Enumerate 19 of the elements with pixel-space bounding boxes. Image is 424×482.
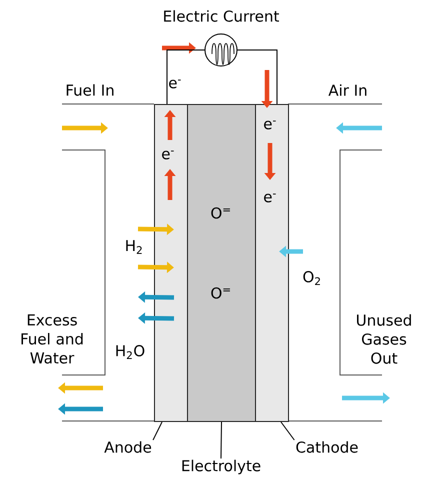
leader-line	[152, 422, 162, 440]
wire	[237, 50, 278, 104]
text-label: H$_{2}$O	[116, 345, 144, 359]
leader-line	[220, 422, 222, 460]
leader-line	[280, 422, 295, 440]
text-label: H$_{2}$	[126, 240, 142, 254]
text-label: Excess Fuel and Water	[22, 314, 83, 364]
text-label: Fuel In	[66, 84, 114, 96]
layer-label: Anode	[104, 441, 152, 453]
text-label: O$_{2}$	[303, 271, 320, 285]
text-label: e$^{-}$	[169, 80, 181, 88]
wire	[166, 50, 205, 104]
layer-label: Cathode	[296, 441, 358, 453]
text-label: Air In	[328, 84, 366, 96]
text-label: Unused Gases Out	[357, 314, 411, 364]
cathode-layer: e$^{-}$ e$^{-}$	[255, 104, 289, 422]
anode-layer: e$^{-}$	[154, 104, 188, 422]
electrolyte-layer: O$^{=}$ O$^{=}$	[187, 104, 256, 422]
layer-label: Electrolyte	[182, 460, 260, 474]
